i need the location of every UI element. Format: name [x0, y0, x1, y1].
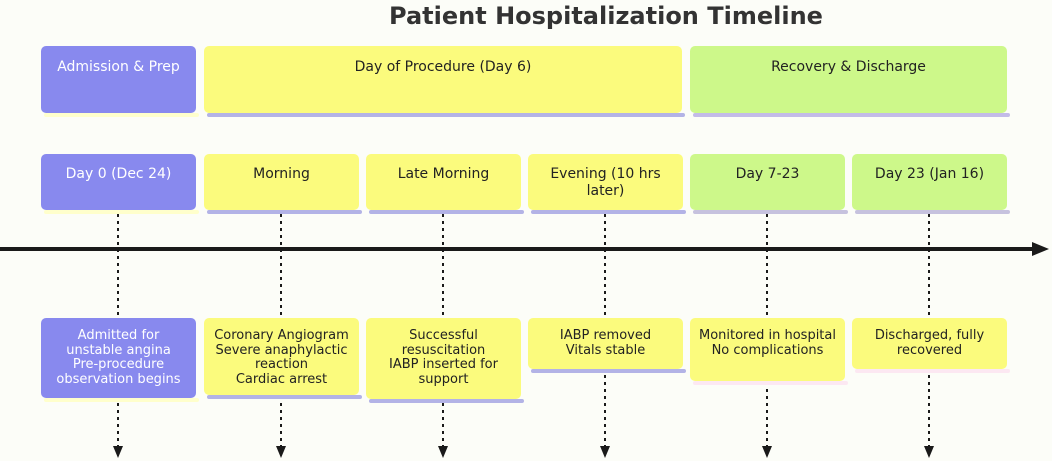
box-shadow	[855, 369, 1010, 373]
arrow-down-icon	[924, 446, 934, 458]
box-shadow	[207, 210, 362, 214]
box-shadow	[44, 398, 199, 402]
period-day-23: Day 23 (Jan 16)	[852, 154, 1010, 214]
box-shadow	[207, 395, 362, 399]
event-text: Coronary Angiogram Severe anaphylactic r…	[214, 328, 349, 387]
event-box-admission: Admitted for unstable angina Pre-procedu…	[41, 318, 199, 402]
box-shadow	[369, 210, 524, 214]
box-shadow	[531, 210, 686, 214]
period-label: Late Morning	[397, 166, 490, 182]
period-day-0: Day 0 (Dec 24)	[41, 154, 199, 214]
arrow-down-icon	[276, 446, 286, 458]
section-admission-prep: Admission & Prep	[41, 46, 199, 117]
event-box-discharged: Discharged, fully recovered	[852, 318, 1010, 373]
period-label: Day 0 (Dec 24)	[65, 166, 172, 182]
event-text: IABP removed Vitals stable	[559, 328, 652, 358]
section-recovery-discharge: Recovery & Discharge	[690, 46, 1010, 117]
period-day-7-23: Day 7-23	[690, 154, 848, 214]
section-label: Admission & Prep	[57, 59, 180, 75]
section-label: Recovery & Discharge	[771, 59, 926, 75]
event-text: Admitted for unstable angina Pre-procedu…	[56, 328, 181, 387]
box-shadow	[44, 210, 199, 214]
section-label: Day of Procedure (Day 6)	[354, 59, 532, 75]
page-title: Patient Hospitalization Timeline	[389, 2, 823, 30]
box-shadow	[44, 113, 199, 117]
timeline-axis-line	[0, 247, 1032, 251]
box-shadow	[369, 399, 524, 403]
event-box-angiogram: Coronary Angiogram Severe anaphylactic r…	[204, 318, 362, 399]
timeline-arrowhead-icon	[1032, 242, 1049, 256]
event-box-iabp-removed: IABP removed Vitals stable	[528, 318, 686, 373]
arrow-down-icon	[600, 446, 610, 458]
event-box-resuscitation: Successful resuscitation IABP inserted f…	[366, 318, 524, 403]
period-label: Day 23 (Jan 16)	[874, 166, 985, 182]
section-day-of-procedure: Day of Procedure (Day 6)	[204, 46, 685, 117]
event-text: Successful resuscitation IABP inserted f…	[389, 328, 498, 387]
period-late-morning: Late Morning	[366, 154, 524, 214]
box-shadow	[693, 210, 848, 214]
period-label: Day 7-23	[735, 166, 800, 182]
event-text: Monitored in hospital No complications	[698, 328, 836, 358]
period-label: Morning	[253, 166, 310, 182]
arrow-down-icon	[113, 446, 123, 458]
box-shadow	[693, 381, 848, 385]
arrow-down-icon	[762, 446, 772, 458]
event-box-monitored: Monitored in hospital No complications	[690, 318, 848, 385]
event-text: Discharged, fully recovered	[874, 328, 985, 358]
box-shadow	[855, 210, 1010, 214]
period-evening: Evening (10 hrs later)	[528, 154, 686, 214]
arrow-down-icon	[438, 446, 448, 458]
box-shadow	[531, 369, 686, 373]
box-shadow	[207, 113, 685, 117]
period-morning: Morning	[204, 154, 362, 214]
period-label: Evening (10 hrs later)	[550, 166, 661, 199]
box-shadow	[693, 113, 1010, 117]
